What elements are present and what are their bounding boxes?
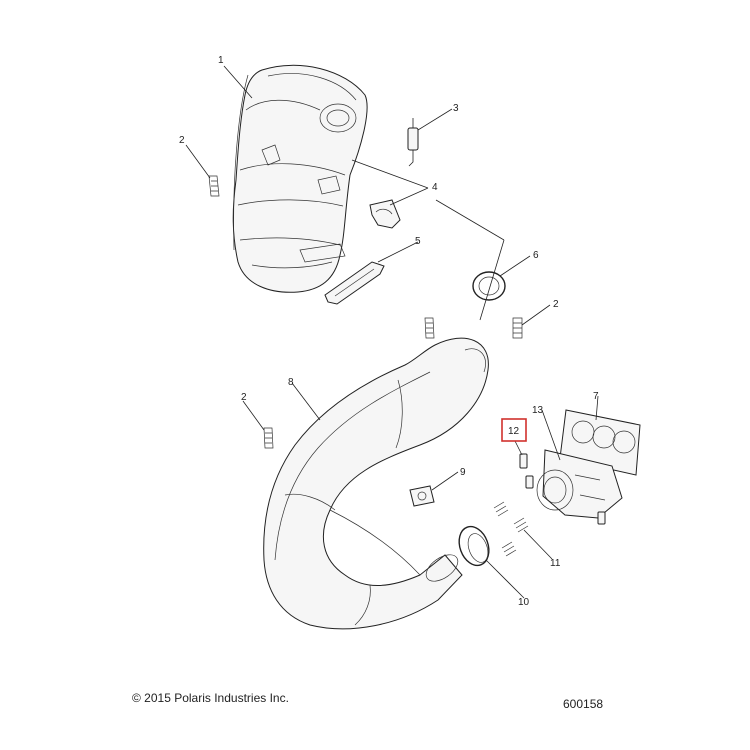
callout-13: 13 bbox=[532, 405, 544, 416]
callout-12: 12 bbox=[508, 426, 520, 437]
callout-1: 1 bbox=[218, 55, 224, 66]
part-2-spring-lower-left bbox=[263, 427, 274, 449]
part-12-bolt bbox=[519, 453, 606, 525]
part-6-gasket bbox=[472, 271, 506, 301]
callout-9: 9 bbox=[460, 467, 466, 478]
callout-2-top-left: 2 bbox=[179, 135, 185, 146]
part-11-spring bbox=[493, 501, 529, 557]
callout-2-middle-right: 2 bbox=[553, 299, 559, 310]
part-10-clamp-ring bbox=[458, 525, 490, 567]
callout-11: 11 bbox=[550, 558, 561, 569]
callout-labels: 1 2 3 4 5 6 2 2 8 13 7 9 11 10 bbox=[179, 55, 599, 608]
part-9-mount bbox=[409, 485, 435, 507]
part-5-heat-shield bbox=[324, 261, 385, 305]
part-2-spring-middle-left bbox=[424, 317, 435, 339]
callout-2-lower-left: 2 bbox=[241, 392, 247, 403]
callout-10: 10 bbox=[518, 597, 530, 608]
part-3-sensor bbox=[407, 118, 419, 167]
copyright-text: © 2015 Polaris Industries Inc. bbox=[132, 691, 289, 705]
part-8-exhaust-pipe bbox=[263, 337, 489, 630]
callout-8: 8 bbox=[288, 377, 294, 388]
part-2-spring-left-top bbox=[208, 175, 220, 197]
part-1-muffler bbox=[232, 64, 368, 293]
part-2-spring-middle-right bbox=[512, 317, 523, 339]
part-13-manifold bbox=[536, 449, 623, 519]
highlight-box bbox=[501, 418, 527, 442]
part-4-clamp bbox=[369, 199, 401, 229]
callout-7: 7 bbox=[593, 391, 599, 402]
callout-3: 3 bbox=[453, 103, 459, 114]
leader-lines bbox=[185, 65, 599, 599]
callout-4: 4 bbox=[432, 182, 438, 193]
figure-number: 600158 bbox=[563, 697, 604, 711]
callout-5: 5 bbox=[415, 236, 421, 247]
callout-12-highlight[interactable]: 12 bbox=[501, 418, 527, 442]
callout-6: 6 bbox=[533, 250, 539, 261]
